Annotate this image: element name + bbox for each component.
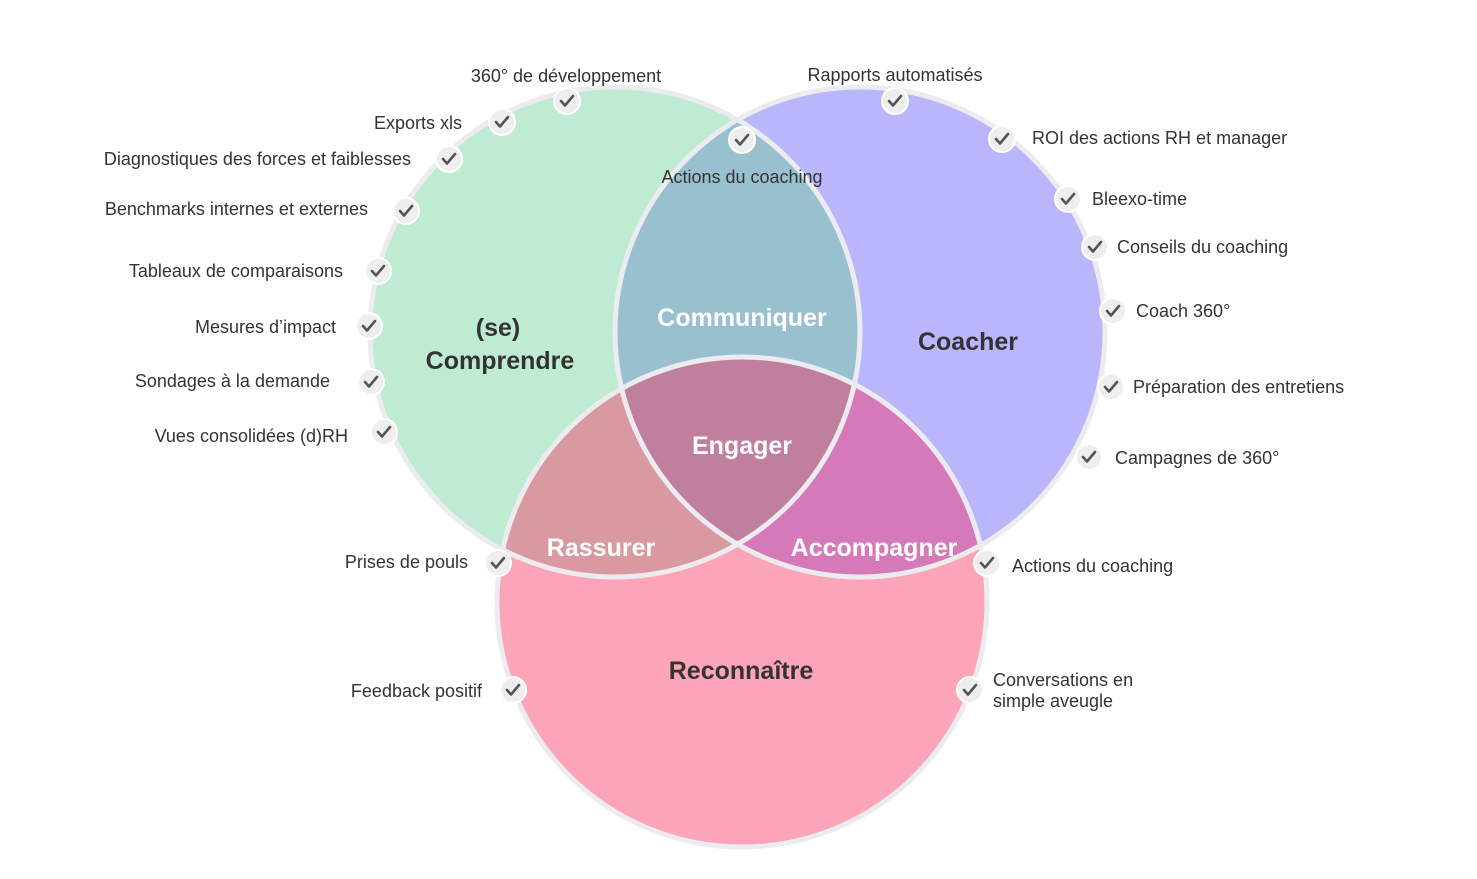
check-icon — [552, 86, 582, 116]
outline-reconnaitre — [494, 354, 990, 850]
check-icon — [987, 124, 1017, 154]
feature-label: ROI des actions RH et manager — [1032, 128, 1287, 148]
check-icon — [483, 548, 513, 578]
feature-label: 360° de développement — [471, 66, 661, 86]
comprendre-label-line2: Comprendre — [426, 347, 575, 375]
feature-label: Actions du coaching — [1012, 556, 1173, 576]
check-icon — [487, 107, 517, 137]
check-icon — [354, 311, 384, 341]
feature-label: Actions du coaching — [661, 167, 822, 187]
check-icon — [972, 548, 1002, 578]
check-icon — [434, 144, 464, 174]
feature-label: Conseils du coaching — [1117, 237, 1288, 257]
feature-label: Feedback positif — [351, 681, 483, 701]
check-icon — [1080, 232, 1110, 262]
check-icon — [1074, 442, 1104, 472]
outline-coacher — [612, 84, 1108, 580]
communiquer-label: Communiquer — [657, 304, 827, 332]
engager-label: Engager — [692, 432, 792, 460]
check-icon — [955, 675, 985, 705]
feature-label: Tableaux de comparaisons — [129, 261, 343, 281]
check-icon — [1096, 372, 1126, 402]
region-rassurer — [497, 357, 860, 577]
check-icon — [369, 417, 399, 447]
check-icon — [1098, 296, 1128, 326]
feature-label: Sondages à la demande — [135, 371, 330, 391]
feature-label: Benchmarks internes et externes — [105, 199, 368, 219]
accompagner-label: Accompagner — [791, 534, 958, 562]
comprendre-label-line1: (se) — [476, 314, 520, 342]
check-icon — [363, 256, 393, 286]
check-icon — [1053, 184, 1083, 214]
check-icon — [391, 196, 421, 226]
check-icon — [356, 367, 386, 397]
feature-label: Diagnostiques des forces et faiblesses — [104, 149, 411, 169]
reconnaitre-label: Reconnaître — [669, 657, 814, 685]
feature-label: Conversations en — [993, 670, 1133, 690]
feature-label: Bleexo-time — [1092, 189, 1187, 209]
feature-label: Rapports automatisés — [807, 65, 982, 85]
rassurer-label: Rassurer — [547, 534, 656, 562]
coacher-label: Coacher — [918, 328, 1018, 356]
feature-label: Vues consolidées (d)RH — [155, 426, 348, 446]
feature-label: simple aveugle — [993, 691, 1113, 711]
feature-label: Prises de pouls — [345, 552, 468, 572]
feature-label: Préparation des entretiens — [1133, 377, 1344, 397]
feature-label: Campagnes de 360° — [1115, 448, 1279, 468]
feature-label: Coach 360° — [1136, 301, 1230, 321]
feature-label: Mesures d’impact — [195, 317, 336, 337]
check-icon — [880, 86, 910, 116]
feature-label: Exports xls — [374, 113, 462, 133]
check-icon — [727, 125, 757, 155]
check-icon — [498, 675, 528, 705]
